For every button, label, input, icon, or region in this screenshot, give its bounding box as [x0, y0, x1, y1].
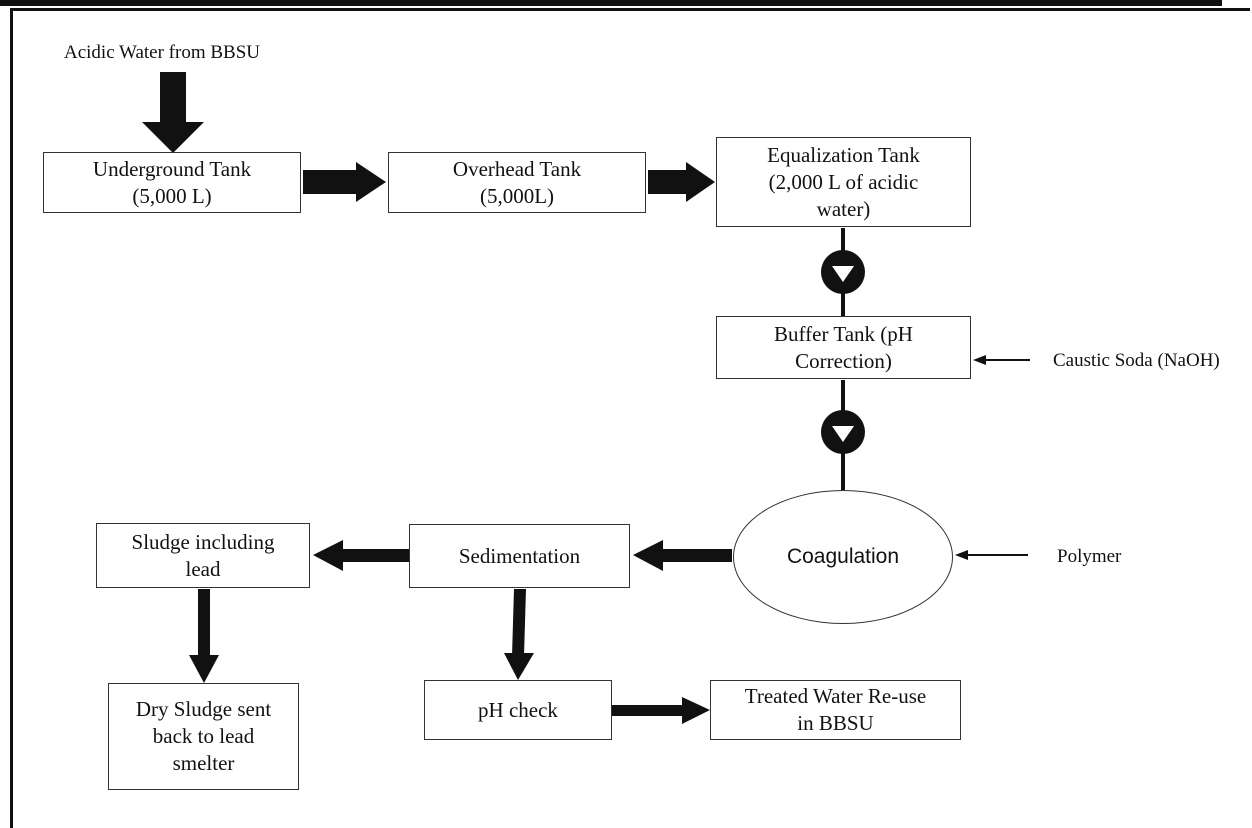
diagram-frame: [10, 8, 1250, 828]
underground-tank-box: Underground Tank (5,000 L): [43, 152, 301, 213]
overhead-tank-box: Overhead Tank (5,000L): [388, 152, 646, 213]
equalization-tank-box: Equalization Tank (2,000 L of acidic wat…: [716, 137, 971, 227]
sedimentation-box: Sedimentation: [409, 524, 630, 588]
arrow-sludge-to-dry-sludge: [189, 589, 219, 683]
top-rule: [0, 0, 1222, 6]
pump-1: [821, 228, 865, 316]
arrow-underground-to-overhead: [303, 162, 386, 202]
arrow-caustic-soda: [973, 355, 1030, 365]
ph-check-box: pH check: [424, 680, 612, 740]
polymer-label: Polymer: [1057, 546, 1122, 567]
buffer-tank-box: Buffer Tank (pH Correction): [716, 316, 971, 379]
arrow-sedimentation-to-sludge: [313, 540, 410, 571]
pump-2: [821, 380, 865, 490]
arrow-polymer: [955, 550, 1028, 560]
arrow-sedimentation-to-ph-check: [504, 589, 534, 680]
arrow-coagulation-to-sedimentation: [633, 540, 732, 571]
source-arrow: [142, 72, 204, 153]
caustic-soda-label: Caustic Soda (NaOH): [1053, 350, 1220, 371]
treated-water-box: Treated Water Re-use in BBSU: [710, 680, 961, 740]
dry-sludge-box: Dry Sludge sent back to lead smelter: [108, 683, 299, 790]
arrow-overhead-to-equalization: [648, 162, 715, 202]
coagulation-node: Coagulation: [733, 490, 953, 624]
source-label: Acidic Water from BBSU: [64, 42, 261, 63]
sludge-box: Sludge including lead: [96, 523, 310, 588]
arrow-ph-check-to-treated-water: [612, 697, 710, 724]
